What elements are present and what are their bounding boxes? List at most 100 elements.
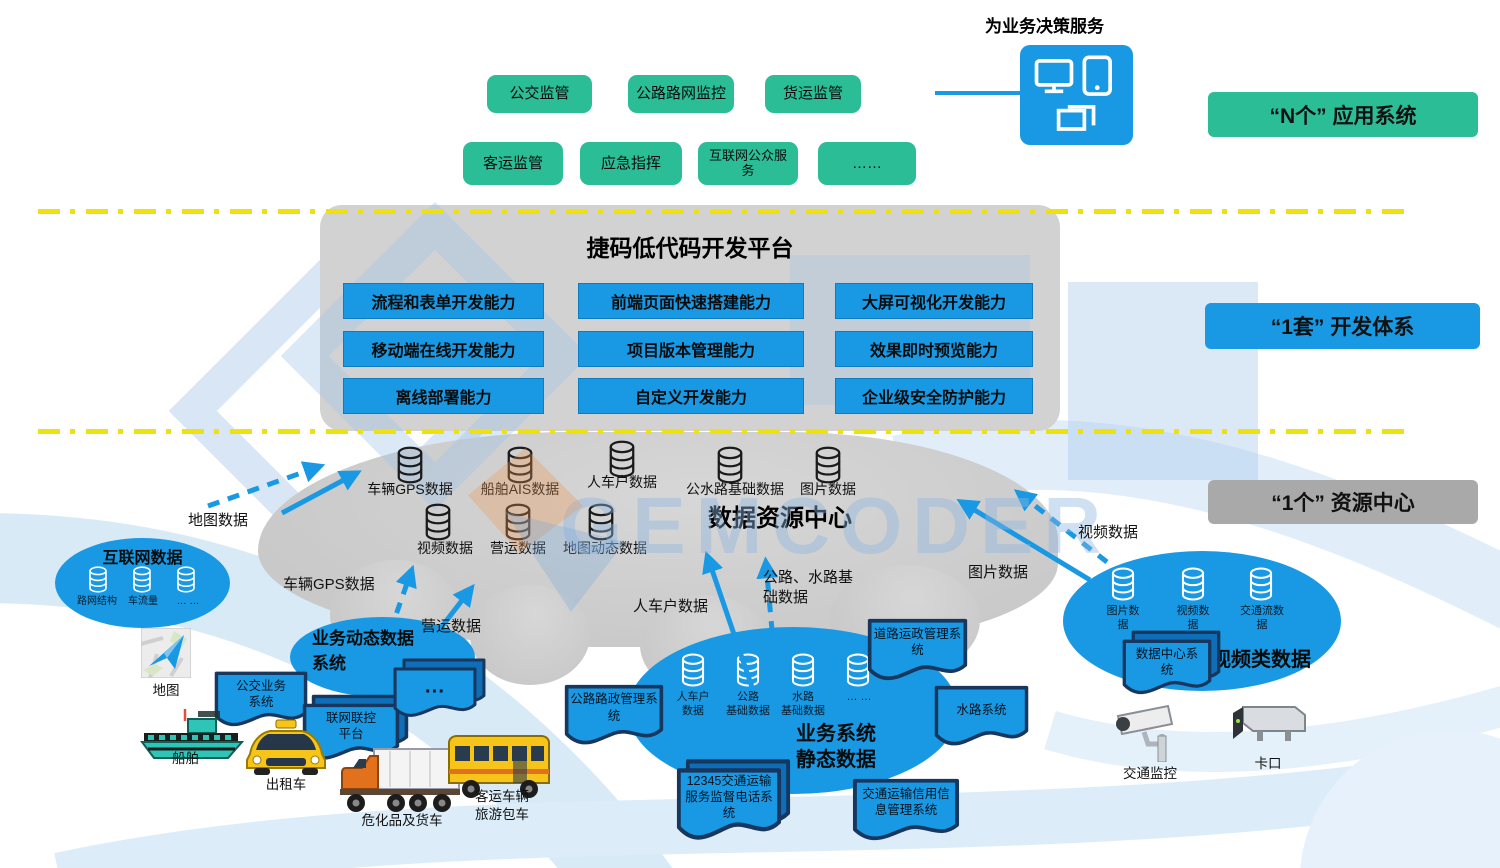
decision-service-title: 为业务决策服务: [985, 17, 1104, 36]
flow-label-road-water-data: 公路、水路基 础数据: [763, 569, 854, 606]
database-icon-operation: [503, 503, 533, 541]
devices-icon: [1034, 55, 1112, 131]
capability-bigscreen-visual: 大屏可视化开发能力: [835, 283, 1033, 319]
lowcode-platform-panel: 捷码低代码开发平台 流程和表单开发能力 前端页面快速搭建能力 大屏可视化开发能力…: [280, 201, 1060, 511]
flow-label-picture-data: 图片数据: [968, 564, 1029, 581]
static-db-label1: 人车户 数据: [676, 691, 710, 717]
video-db-label2: 视频数 据: [1176, 605, 1210, 631]
video-data-title: 视频类数据: [1211, 649, 1311, 671]
cloud-label-map-dynamic: 地图动态数据: [563, 540, 647, 556]
ship-label: 船舶: [172, 751, 199, 766]
bus-icon: [443, 733, 555, 801]
dynamic-data-title: 业务动态数据 系统: [312, 629, 414, 673]
static-data-title: 业务系统 静态数据: [796, 723, 876, 771]
internet-db-label-traffic-volume: 车流量: [128, 596, 158, 607]
capability-version-mgmt: 项目版本管理能力: [578, 331, 804, 367]
app-button-road-network-monitor: 公路路网监控: [628, 75, 734, 113]
database-icon-traffic-volume: [131, 566, 153, 593]
internet-data-ellipse: 互联网数据 路网结构 车流量 … …: [55, 538, 230, 628]
taxi-icon: [240, 718, 332, 776]
ship-icon: [140, 707, 245, 759]
database-icon-video1: [1109, 567, 1137, 601]
flag-label: 道路运政管理系 统: [873, 626, 962, 657]
flag-road-administration: 公路路政管理系 统: [563, 683, 665, 753]
cloud-label-person-vehicle: 人车户数据: [587, 474, 657, 490]
cloud-label-ais: 船舶AIS数据: [480, 481, 560, 497]
checkpoint-label: 卡口: [1254, 756, 1282, 771]
video-db-label1: 图片数 据: [1106, 605, 1140, 631]
cctv-label: 交通监控: [1123, 766, 1177, 781]
map-label: 地图: [152, 683, 180, 698]
internet-data-title: 互联网数据: [102, 550, 183, 567]
flag-bus-business-system: 公交业务 系统: [213, 670, 309, 734]
bus-label: 客运车辆 旅游包车: [475, 789, 529, 822]
checkpoint-camera-icon: [1227, 697, 1309, 749]
flag-waterway-system: 水路系统: [933, 684, 1030, 754]
internet-db-label-more: … …: [176, 596, 200, 607]
static-db-label3: 水路 基础数据: [781, 691, 825, 717]
internet-db-label-roadnet: 路网结构: [77, 596, 117, 607]
app-button-internet-public-service: 互联网公众服 务: [698, 142, 798, 185]
database-icon-video2: [1179, 567, 1207, 601]
label-one-resource-center: “1个” 资源中心: [1208, 480, 1478, 524]
database-icon-more: [175, 566, 197, 593]
capability-frontend-build: 前端页面快速搭建能力: [578, 283, 804, 319]
cloud-label-gps: 车辆GPS数据: [367, 481, 453, 497]
flag-12345-hotline: 12345交通运输 服务监督电话系 统: [675, 759, 791, 850]
database-icon-person-vehicle: [607, 440, 637, 478]
cloud-bump: [470, 585, 590, 685]
device-terminals-box: [1020, 45, 1133, 145]
database-icon-picture: [813, 446, 843, 484]
flag-more-systems: ···: [392, 658, 486, 724]
app-button-freight-supervision: 货运监管: [765, 75, 861, 113]
capability-instant-preview: 效果即时预览能力: [835, 331, 1033, 367]
capability-custom-dev: 自定义开发能力: [578, 378, 804, 414]
database-icon-gps: [395, 446, 425, 484]
flag-label: ···: [425, 680, 445, 703]
label-one-dev-system: “1套” 开发体系: [1205, 303, 1480, 349]
flow-label-operation-data: 营运数据: [421, 618, 482, 635]
flag-label: 12345交通运输 服务监督电话系 统: [685, 773, 773, 821]
cloud-label-road-water-base: 公水路基础数据: [686, 481, 784, 497]
database-icon-static3: [789, 653, 817, 687]
taxi-label: 出租车: [265, 777, 307, 792]
flow-label-person-vehicle-data: 人车户数据: [633, 598, 709, 615]
database-icon-static1: [679, 653, 707, 687]
database-icon-static2: [734, 653, 762, 687]
capability-process-forms: 流程和表单开发能力: [343, 283, 544, 319]
app-button-more: ……: [818, 142, 916, 185]
database-icon-video: [423, 503, 453, 541]
truck-label: 危化品及货车: [361, 813, 443, 828]
database-icon-map-dynamic: [586, 503, 616, 541]
flag-label: 交通运输信用信 息管理系统: [862, 786, 950, 817]
label-n-application-systems: “N个” 应用系统: [1208, 92, 1478, 137]
capability-offline-deploy: 离线部署能力: [343, 378, 544, 414]
flow-label-map-data: 地图数据: [188, 512, 249, 529]
flag-label: 水路系统: [956, 703, 1007, 718]
flow-label-gps-data: 车辆GPS数据: [283, 576, 375, 593]
database-icon-roadnet: [87, 566, 109, 593]
cloud-label-operation: 营运数据: [490, 540, 546, 556]
flag-label: 公交业务 系统: [235, 678, 286, 709]
cloud-label-video: 视频数据: [417, 540, 473, 556]
flag-label: 数据中心系 统: [1135, 646, 1199, 677]
separator-line-bottom: [38, 429, 1412, 434]
flag-credit-info-system: 交通运输信用信 息管理系统: [851, 777, 961, 849]
platform-title: 捷码低代码开发平台: [586, 235, 794, 261]
flag-road-transport-admin: 道路运政管理系 统: [866, 617, 969, 689]
app-button-passenger-supervision: 客运监管: [463, 142, 563, 185]
cloud-label-picture: 图片数据: [800, 481, 856, 497]
capability-mobile-online: 移动端在线开发能力: [343, 331, 544, 367]
database-icon-road-water-base: [715, 446, 745, 484]
flag-data-center-system: 数据中心系 统: [1121, 630, 1221, 702]
flow-label-video-data: 视频数据: [1078, 524, 1139, 541]
static-db-label4: … …: [846, 691, 872, 703]
capability-enterprise-security: 企业级安全防护能力: [835, 378, 1033, 414]
separator-line-top: [38, 209, 1412, 214]
map-icon: [141, 628, 191, 678]
cctv-camera-icon: [1108, 700, 1193, 762]
app-button-emergency-command: 应急指挥: [580, 142, 682, 185]
database-icon-video3: [1247, 567, 1275, 601]
data-center-title: 数据资源中心: [708, 505, 852, 532]
database-icon-ais: [505, 446, 535, 484]
